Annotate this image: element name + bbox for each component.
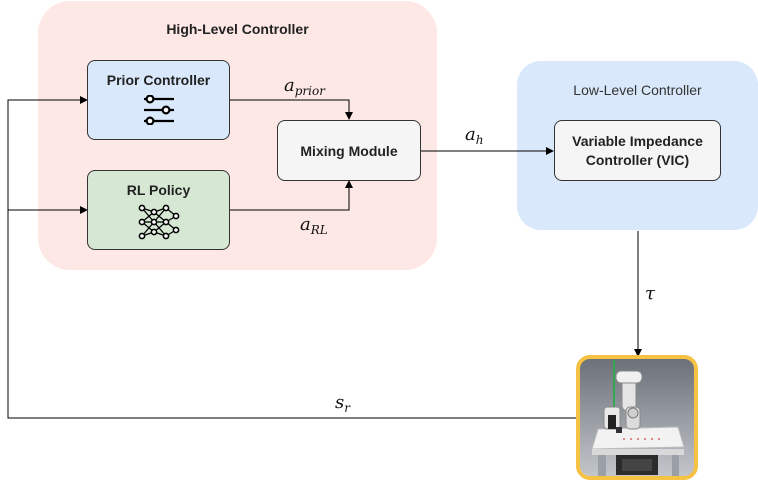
mixing-module-node[interactable]: Mixing Module	[277, 120, 421, 181]
vic-label-line2: Controller (VIC)	[585, 151, 690, 168]
robot-arm-image[interactable]	[576, 355, 698, 480]
feedback-wire	[7, 96, 576, 419]
a-prior-label: aprior	[284, 75, 325, 98]
rl-policy-label: RL Policy	[126, 182, 191, 198]
vic-label-line1: Variable Impedance	[572, 132, 703, 149]
prior-controller-label: Prior Controller	[106, 72, 211, 88]
high-level-controller-title: High-Level Controller	[166, 21, 309, 37]
low-level-controller-title: Low-Level Controller	[573, 82, 702, 98]
rl-policy-node[interactable]: RL Policy	[87, 170, 230, 250]
prior-controller-node[interactable]: Prior Controller	[87, 60, 230, 140]
tau-label: τ	[645, 283, 655, 304]
rl-to-mixing-wire	[230, 180, 353, 211]
mixing-module-label: Mixing Module	[300, 142, 398, 159]
a-rl-label: aRL	[300, 214, 328, 237]
neural-network-icon	[138, 204, 179, 240]
prior-to-mixing-wire	[230, 99, 353, 120]
a-h-label: ah	[465, 124, 484, 147]
s-r-label: sr	[335, 392, 350, 415]
vic-node[interactable]: Variable Impedance Controller (VIC)	[554, 120, 721, 181]
sliders-icon	[143, 95, 174, 125]
